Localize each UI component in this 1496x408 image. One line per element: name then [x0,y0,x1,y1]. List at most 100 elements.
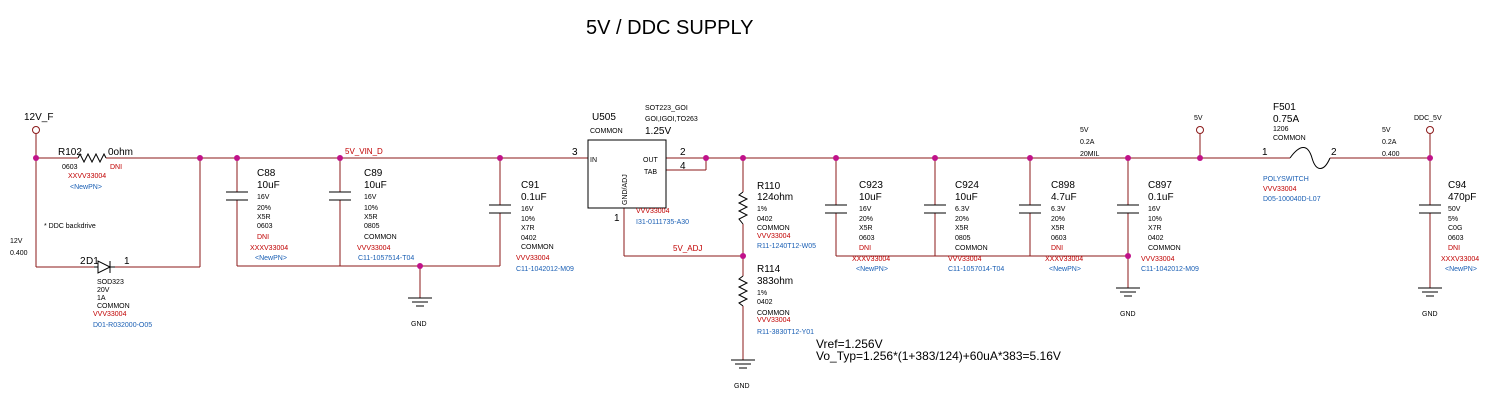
net-label-5v-vin-d: 5V_VIN_D [345,147,383,156]
pin-number: 1 [1262,147,1268,158]
capacitor-c924: C924 10uF 6.3V 20% X5R 0805 COMMON VVV33… [924,180,1004,273]
pin-number: 3 [572,147,578,158]
net-label-gnd: GND [1422,311,1438,318]
rail-voltage: 5V [1080,127,1089,134]
component-value: 0.1uF [521,192,547,203]
dni-flag: DNI [859,245,871,252]
lot-code: XXXV33004 [852,256,890,263]
package: 1206 [1273,126,1289,133]
tolerance: 20% [1051,216,1065,223]
junctions [33,155,1433,269]
component-value: 10uF [364,180,387,191]
port-12v-f: 12V_F [24,112,53,134]
lot-code: VVV33004 [948,256,982,263]
dni-flag: DNI [1051,245,1063,252]
package: 0603 [1448,235,1464,242]
voltage-rating: 16V [1148,206,1161,213]
net-label-gnd: GND [411,321,427,328]
junction-dot [337,155,343,161]
tolerance: 1% [757,206,767,213]
junction-dot [1197,155,1203,161]
package: 0402 [757,216,773,223]
junction-dot [234,155,240,161]
lot-code: XXXV33004 [1045,256,1083,263]
capacitor-c89: C89 10uF 16V 10% X5R 0805 COMMON VVV3300… [329,168,414,262]
voltage-rating: 16V [364,194,377,201]
pin-label-out: OUT [643,157,659,164]
rail-5v-mid-info: 5V 0.2A 20MIL [1080,127,1100,158]
component-value: 0.1uF [1148,192,1174,203]
part-number: C11-1057514-T04 [358,255,414,262]
rail-width: 0.400 [10,250,28,257]
junction-dot [703,155,709,161]
tolerance: 1% [757,290,767,297]
rail-width: 0.400 [1382,151,1400,158]
capacitor-c923: C923 10uF 16V 20% X5R 0603 DNI XXXV33004… [825,180,890,273]
voltage-rating: 6.3V [955,206,970,213]
part-number: C11-1042012-M09 [1141,266,1199,273]
dielectric: X5R [257,214,271,221]
junction-dot [417,263,423,269]
lot-code: VVV33004 [357,245,391,252]
pin-label-adj: GND/ADJ [622,174,629,205]
part-number: R11-3830T12-Y01 [757,329,814,336]
ref-designator: C94 [1448,180,1467,191]
junction-dot [1125,253,1131,259]
voltage-rating: 16V [257,194,270,201]
part-number: C11-1057014-T04 [948,266,1004,273]
component-value: 470pF [1448,192,1476,203]
pin-number: 1 [614,213,620,224]
dielectric: X5R [859,225,873,232]
package: 0805 [364,223,380,230]
ground-symbol: GND [731,359,755,390]
tolerance: 5% [1448,216,1458,223]
lot-code: VVV33004 [636,208,670,215]
dielectric: X5R [1051,225,1065,232]
resistor-r110: R110 124ohm 1% 0402 COMMON VVV33004 R11-… [737,181,816,250]
dielectric: X5R [955,225,969,232]
junction-dot [1125,155,1131,161]
lot-code: VVV33004 [757,233,791,240]
page-title: 5V / DDC SUPPLY [586,17,753,39]
capacitor-c94: C94 470pF 50V 5% C0G 0603 DNI XXXV33004 … [1419,180,1479,273]
rail-5v-right-info: 5V 0.2A 0.400 [1382,127,1400,158]
package: 0603 [257,223,273,230]
voltage-rating: 20V [97,287,110,294]
rail-voltage: 12V [10,238,23,245]
package: 0402 [521,235,537,242]
note-ddc-backdrive: * DDC backdrive [44,223,96,230]
note-vref: Vref=1.256V [816,337,883,351]
current-rating: 1A [97,295,106,302]
package: SOD323 [97,279,124,286]
fuse-f501: F501 0.75A 1206 COMMON 1 2 POLYSWITCH VV… [1262,102,1337,203]
lot-code: VVV33004 [93,311,127,318]
ref-designator: R102 [58,147,82,158]
part-number: <NewPN> [255,255,287,262]
bom-class: COMMON [1273,135,1306,142]
regulator-u505: U505 COMMON SOT223_GOI GOI,IGOI,TO263 1.… [572,105,698,226]
capacitor-c897: C897 0.1uF 16V 10% X7R 0402 COMMON VVV33… [1117,180,1199,273]
dielectric: X5R [364,214,378,221]
component-value: 4.7uF [1051,192,1077,203]
ground-symbol: GND [408,297,432,328]
pin-number: 2 [80,256,86,267]
capacitor-c898: C898 4.7uF 6.3V 20% X5R 0603 DNI XXXV330… [1019,180,1083,273]
ground-symbol: GND [1116,287,1140,318]
package-alt: GOI,IGOI,TO263 [645,116,698,123]
part-number: D05-100040D-L07 [1263,196,1321,203]
rail-current: 0.2A [1382,139,1397,146]
pin-number: 4 [680,161,686,172]
lot-code: VVV33004 [1263,186,1297,193]
bom-class: COMMON [1148,245,1181,252]
dielectric: X7R [521,225,535,232]
package: 0402 [757,299,773,306]
component-value: 124ohm [757,192,793,203]
lot-code: XXVV33004 [68,173,106,180]
tolerance: 10% [364,205,378,212]
net-label-12v-f: 12V_F [24,112,53,123]
ref-designator: D1 [86,256,99,267]
capacitor-c91: C91 0.1uF 16V 10% X7R 0402 COMMON VVV330… [489,180,574,273]
dni-flag: DNI [1448,245,1460,252]
component-value: 0ohm [108,147,133,158]
